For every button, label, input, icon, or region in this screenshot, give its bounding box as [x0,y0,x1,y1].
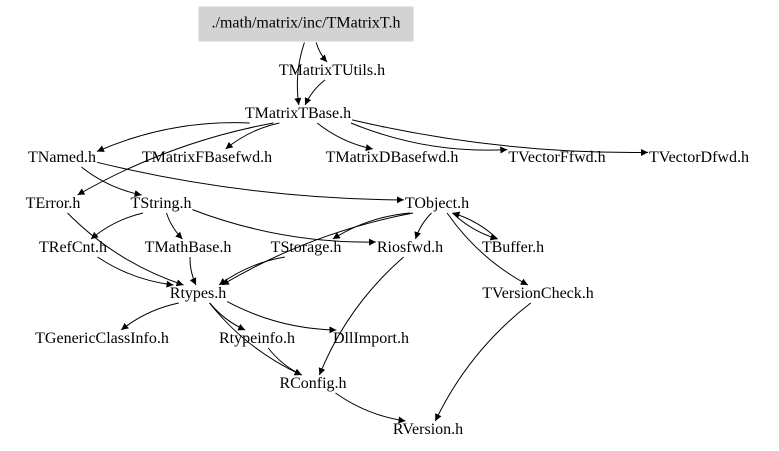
edge-tobject-to-tstorage [332,212,411,240]
edge-rconfig-to-rversion [335,392,406,424]
node-tgenericclassinfo[interactable]: TGenericClassInfo.h [35,330,169,347]
edge-rtypes-to-tgenericclassinfo [120,302,179,331]
node-rtypeinfo[interactable]: Rtypeinfo.h [219,330,295,347]
node-tstring[interactable]: TString.h [130,195,192,212]
node-tmatrixdbasefwd[interactable]: TMatrixDBasefwd.h [325,149,459,166]
edge-rtypes-to-dllimport [226,301,337,334]
node-dllimport[interactable]: DllImport.h [333,330,409,347]
edge-root-to-tmatrixtbase [294,42,305,106]
node-tstorage[interactable]: TStorage.h [270,239,342,256]
edge-rtypes-to-rtypeinfo [209,302,246,331]
node-tbuffer[interactable]: TBuffer.h [481,239,545,256]
node-rtypes[interactable]: Rtypes.h [169,285,227,302]
edge-tstorage-to-rtypes [218,256,285,286]
edge-tstring-to-trefcnt [90,212,144,240]
node-riosfwd[interactable]: Riosfwd.h [376,239,444,256]
edge-tbuffer-to-tobject [452,211,498,240]
node-terror[interactable]: TError.h [25,195,81,212]
edge-root-to-tmatrixtutils [315,42,328,63]
node-rversion[interactable]: RVersion.h [392,421,464,438]
edge-tstring-to-tmathbase [166,212,183,240]
edge-tmatrixtbase-to-tnamed [96,122,250,152]
edge-tmatrixtbase-to-tmatrixfbasefwd [225,122,280,150]
edge-tnamed-to-tstring [81,166,142,198]
node-tmathbase[interactable]: TMathBase.h [144,239,232,256]
edge-tobject-to-rtypes [221,212,414,286]
edge-rtypeinfo-to-rconfig [267,347,303,376]
edge-tnamed-to-tobject [96,161,404,204]
edge-tmatrixtbase-to-tvectorffwd [350,122,508,154]
node-trefcnt[interactable]: TRefCnt.h [39,239,107,256]
edge-rtypes-to-rconfig [209,302,302,376]
edge-riosfwd-to-rconfig [318,256,404,376]
node-tmatrixfbasefwd[interactable]: TMatrixFBasefwd.h [141,149,273,166]
node-tmatrixtutils[interactable]: TMatrixTUtils.h [278,62,386,79]
node-tobject[interactable]: TObject.h [404,195,470,212]
edge-tmatrixtbase-to-terror [77,122,274,196]
edge-tobject-to-tversioncheck [446,212,529,286]
edge-tobject-to-tbuffer [452,212,498,241]
edge-tobject-to-riosfwd [414,212,432,240]
edge-tmathbase-to-rtypes [189,256,197,286]
node-tversioncheck[interactable]: TVersionCheck.h [482,285,594,302]
node-tvectorffwd[interactable]: TVectorFfwd.h [508,149,606,166]
node-tmatrixtbase[interactable]: TMatrixTBase.h [244,105,352,122]
edge-tmatrixtbase-to-tvectordfwd [351,119,649,156]
edge-trefcnt-to-rtypes [97,256,174,288]
node-rconfig[interactable]: RConfig.h [279,375,347,392]
node-root-tmatrixt[interactable]: ./math/matrix/inc/TMatrixT.h [198,6,414,42]
edge-tversioncheck-to-rversion [434,302,532,422]
edge-tmatrixtbase-to-tmatrixdbasefwd [316,122,373,152]
edge-tstring-to-riosfwd [192,209,376,246]
node-tvectordfwd[interactable]: TVectorDfwd.h [649,149,749,166]
edge-tmatrixtutils-to-tmatrixtbase [304,79,326,106]
edge-terror-to-rtypes [67,212,184,287]
node-tnamed[interactable]: TNamed.h [28,149,96,166]
